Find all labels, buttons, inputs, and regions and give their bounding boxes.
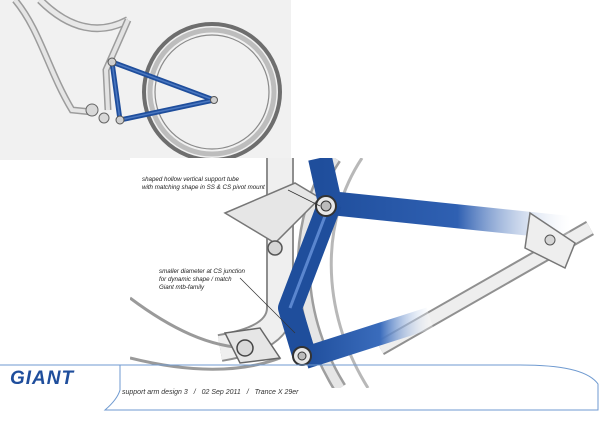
inset-render: [0, 0, 291, 160]
caption-date: 02 Sep 2011: [201, 389, 241, 396]
callout-line: Giant mtb-family: [159, 284, 205, 291]
callout-line: smaller diameter at CS junction: [159, 268, 245, 275]
callout-cs-junction: smaller diameter at CS junction for dyna…: [159, 268, 245, 292]
footer-caption: support arm design 3 / 02 Sep 2011 / Tra…: [122, 389, 303, 396]
caption-separator: /: [193, 389, 196, 396]
giant-logo: GIANT: [10, 368, 75, 389]
inset-bike-drawing: [12, 0, 282, 160]
caption-design: support arm design 3: [122, 389, 188, 396]
caption-model: Trance X 29er: [254, 389, 299, 396]
main-render: [130, 158, 600, 388]
callout-line: with matching shape in SS & CS pivot mou…: [142, 184, 265, 191]
main-bike-drawing: [130, 158, 594, 388]
footer-band: [0, 364, 599, 411]
callout-line: shaped hollow vertical support tube: [142, 176, 239, 183]
callout-line: for dynamic shape / match: [159, 276, 232, 283]
callout-vertical-tube: shaped hollow vertical support tube with…: [142, 176, 265, 192]
caption-separator: /: [246, 389, 249, 396]
